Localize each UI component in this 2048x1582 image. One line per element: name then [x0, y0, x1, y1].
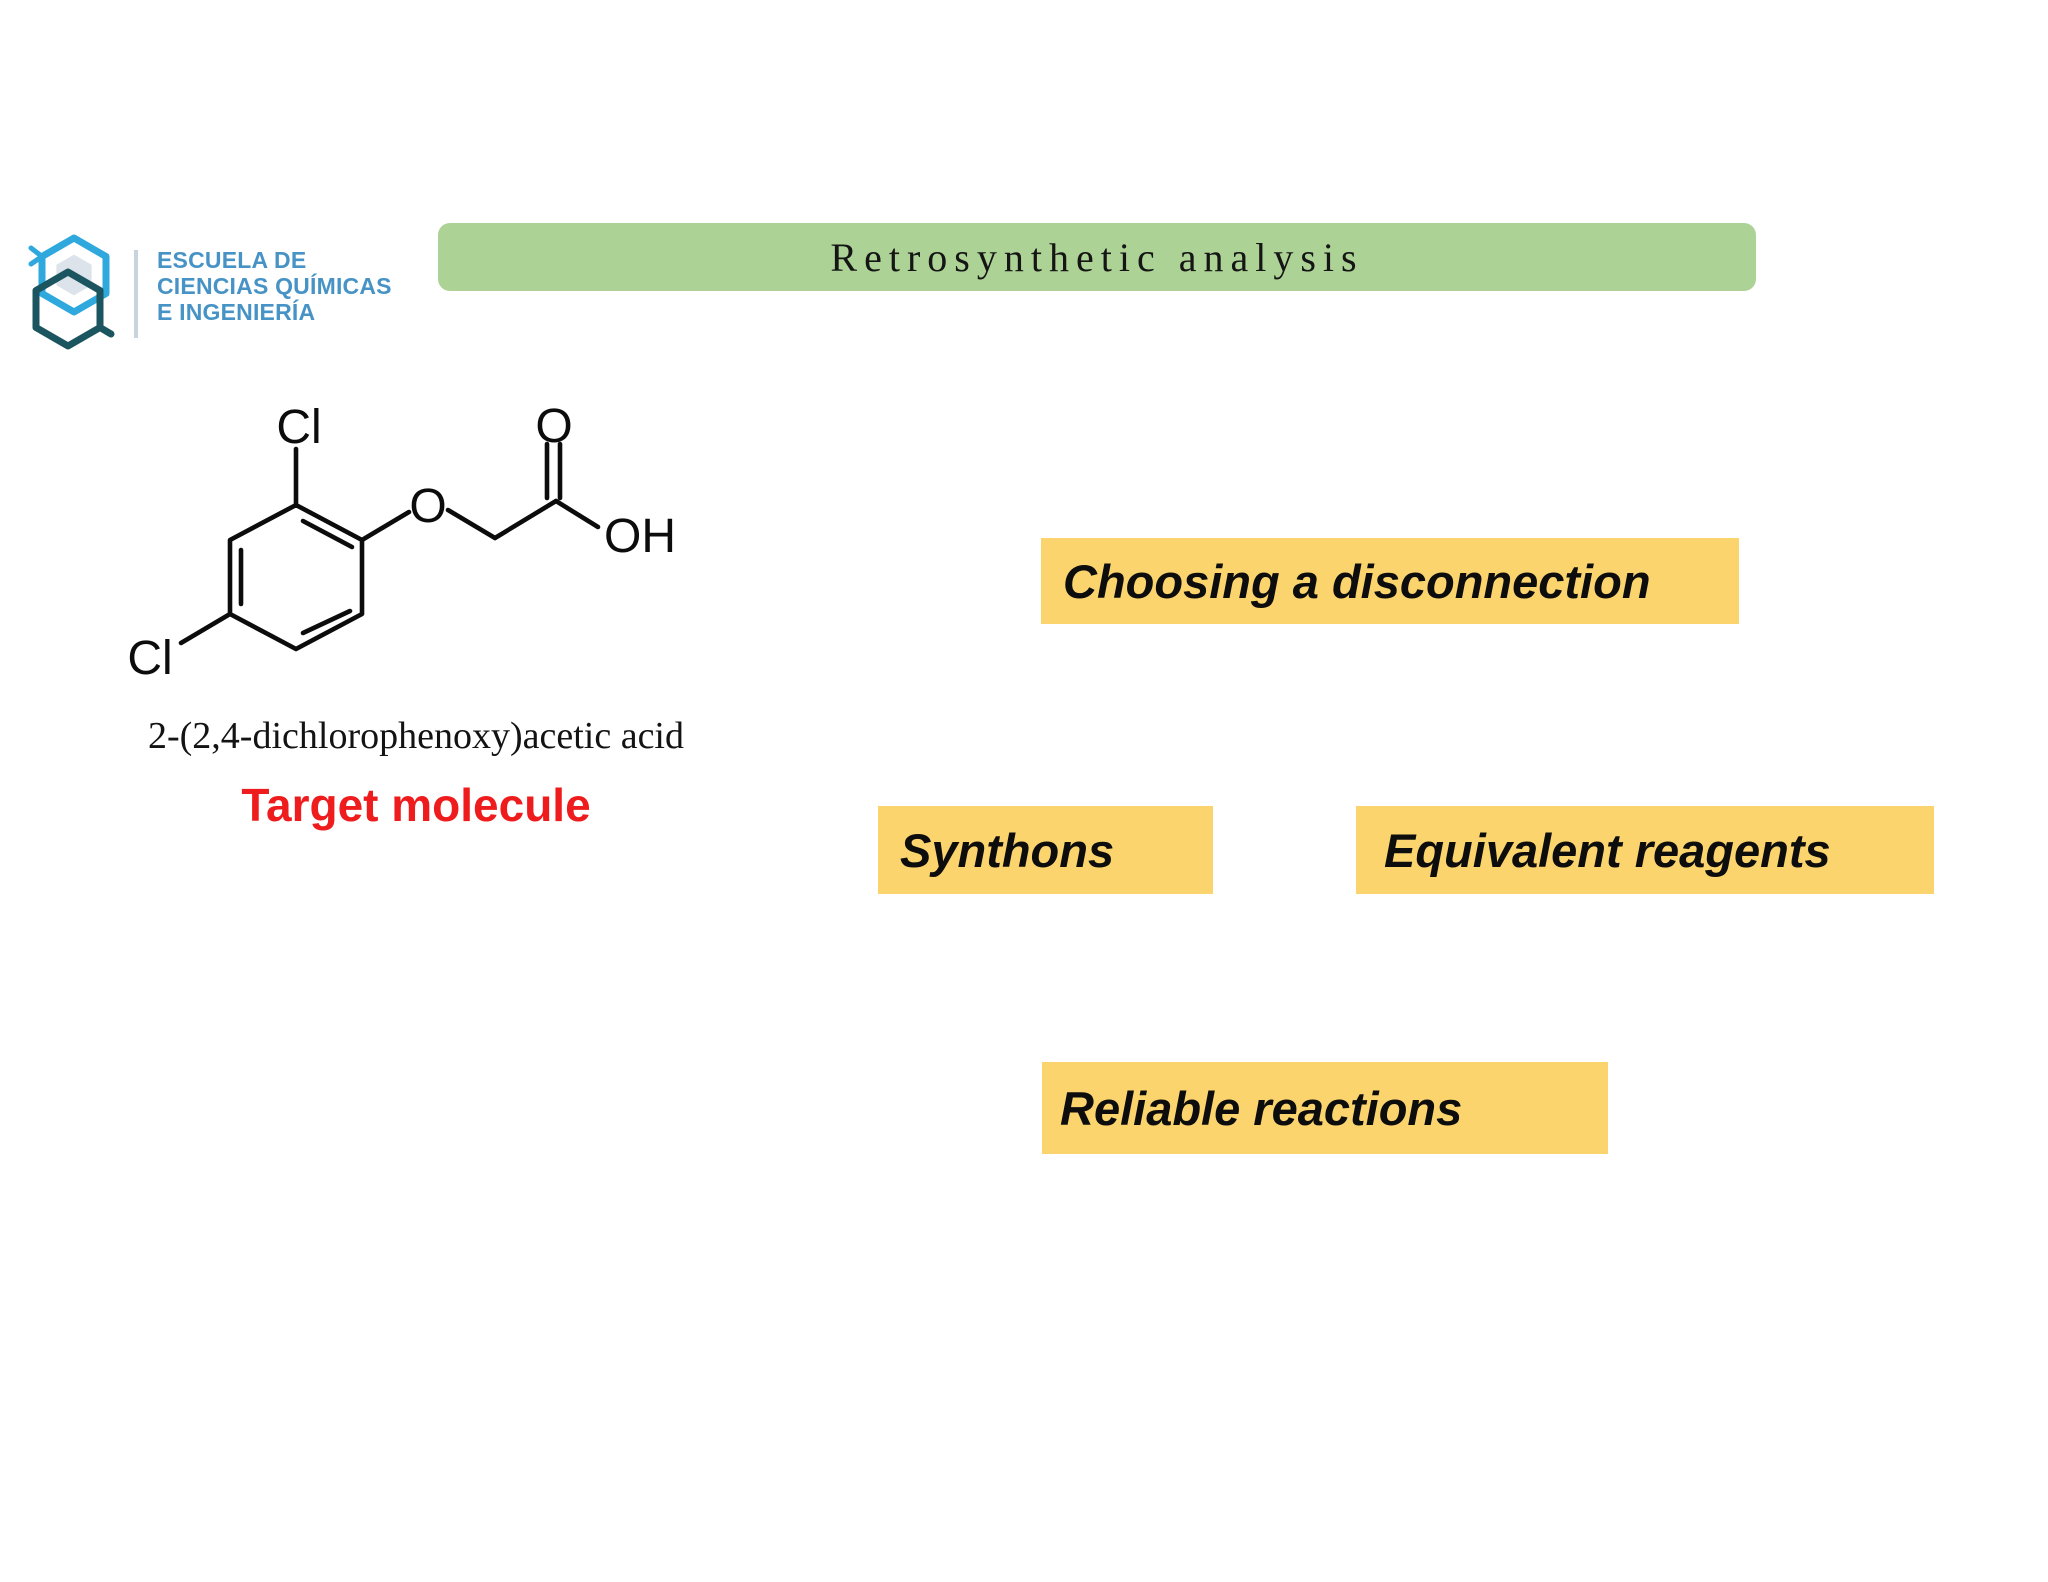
logo-text-line2: CIENCIAS QUÍMICAS [157, 273, 392, 299]
atom-label-cl-bottom: Cl [127, 632, 172, 685]
atom-label-cl-top: Cl [276, 401, 321, 454]
synthons-label: Synthons [900, 823, 1115, 877]
molecule-name: 2-(2,4-dichlorophenoxy)acetic acid [148, 715, 684, 757]
bond-ring-to-ether-o [359, 509, 412, 543]
ring-double-bond-1 [300, 518, 355, 550]
bond-ring-to-cl-bottom [178, 611, 233, 646]
logo-text: ESCUELA DE CIENCIAS QUÍMICAS E INGENIERÍ… [157, 247, 392, 325]
synthons-box: Synthons [878, 806, 1213, 894]
atom-label-carbonyl-o: O [535, 400, 572, 453]
choosing-disconnection-box: Choosing a disconnection [1041, 538, 1739, 624]
bond-ch2-to-carboxyl-c [492, 498, 559, 541]
choosing-disconnection-label: Choosing a disconnection [1063, 554, 1651, 608]
reliable-reactions-box: Reliable reactions [1042, 1062, 1608, 1154]
logo-text-line1: ESCUELA DE [157, 247, 307, 273]
equivalent-reagents-box: Equivalent reagents [1356, 806, 1934, 894]
atom-label-hydroxyl: OH [604, 510, 676, 563]
target-molecule-label: Target molecule [241, 779, 591, 831]
school-logo: ESCUELA DE CIENCIAS QUÍMICAS E INGENIERÍ… [22, 233, 422, 363]
logo-hexagons-icon [28, 234, 115, 350]
equivalent-reagents-label: Equivalent reagents [1384, 823, 1831, 877]
benzene-ring [227, 502, 365, 652]
logo-text-line3: E INGENIERÍA [157, 299, 316, 325]
reliable-reactions-label: Reliable reactions [1060, 1081, 1463, 1135]
ring-double-bond-3 [300, 608, 353, 636]
molecule-structure: Cl Cl O O OH [127, 400, 676, 685]
bond-ether-o-to-ch2 [445, 507, 498, 541]
slide-title: Retrosynthetic analysis [830, 234, 1364, 280]
title-banner: Retrosynthetic analysis [438, 223, 1756, 291]
bond-carboxyl-c-to-oh [553, 498, 601, 530]
logo-divider [134, 250, 138, 338]
atom-label-ether-o: O [409, 480, 446, 533]
